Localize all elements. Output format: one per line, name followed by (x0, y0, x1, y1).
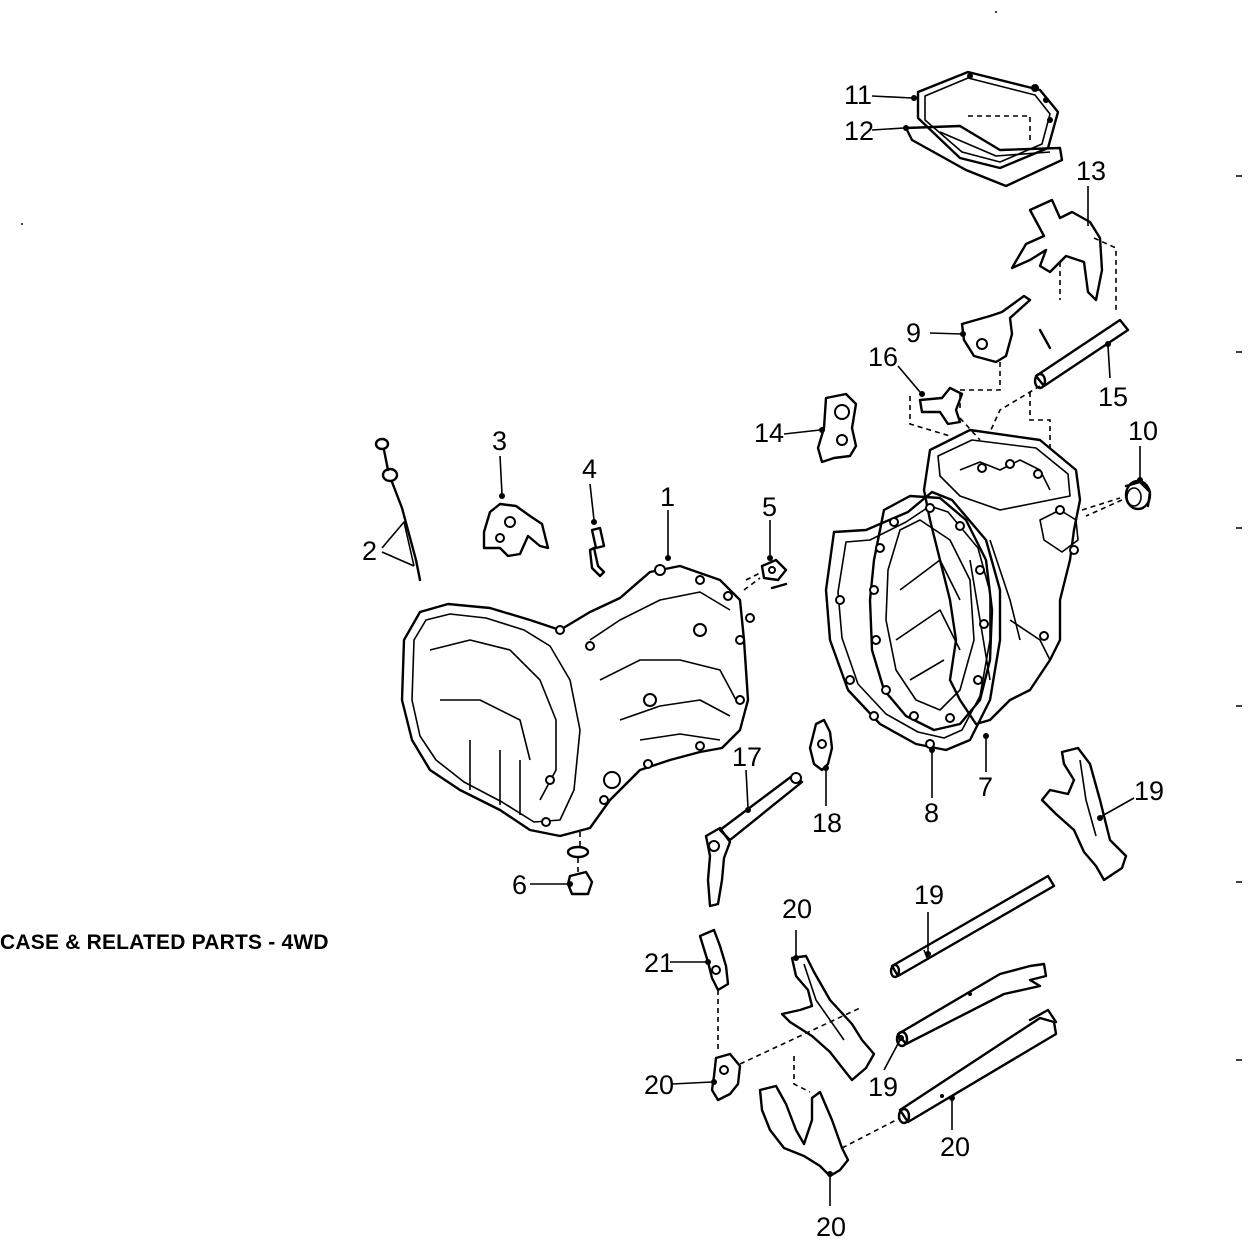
diagram-caption: CASE & RELATED PARTS - 4WD (0, 931, 329, 954)
callout-2: 2 (362, 536, 377, 566)
shift-fork-20-lower (758, 1084, 901, 1178)
callout-19-middle: 19 (868, 1072, 898, 1102)
callout-19-lower: 20 (940, 1132, 970, 1162)
shift-bracket-13 (1010, 198, 1117, 310)
shift-lever-17 (704, 772, 804, 908)
shift-rod-19-lower (897, 1008, 1058, 1125)
dipstick-2 (374, 437, 422, 582)
alignment-guides (743, 417, 1121, 591)
lever-16 (909, 386, 964, 437)
callout-11: 11 (844, 80, 872, 110)
callout-16: 16 (868, 342, 898, 372)
callout-19-upper: 19 (914, 880, 944, 910)
bracket-14 (816, 392, 858, 464)
cover-gasket (904, 124, 1064, 188)
callout-21: 21 (644, 948, 674, 978)
bracket-9 (959, 294, 1052, 410)
shift-rod-19-middle (895, 962, 1048, 1048)
callout-12: 12 (844, 116, 874, 146)
callout-labels: 11 12 13 9 16 14 15 10 3 4 1 5 2 17 18 8… (362, 80, 1164, 1242)
gasket-8 (824, 490, 1002, 752)
leader-lines (381, 95, 1143, 1206)
front-case (400, 564, 763, 838)
shift-fork-20-middle (780, 954, 876, 1093)
callout-5: 5 (762, 492, 777, 522)
callout-9: 9 (906, 318, 921, 348)
callout-15: 15 (1098, 382, 1128, 412)
sensor-5 (760, 558, 788, 590)
callout-20-lower: 20 (816, 1212, 846, 1242)
callout-4: 4 (582, 454, 597, 484)
bracket-3 (482, 502, 550, 558)
callout-7: 7 (978, 772, 993, 802)
callout-20-upper: 19 (1134, 776, 1164, 806)
callout-14: 14 (754, 418, 784, 448)
callout-17: 17 (732, 742, 762, 772)
shift-fork-20-upper (1040, 746, 1128, 882)
callout-20-head: 20 (644, 1070, 674, 1100)
callout-8: 8 (924, 798, 939, 828)
callout-18: 18 (812, 808, 842, 838)
edge-marks (21, 11, 1242, 1061)
callout-10: 10 (1128, 416, 1158, 446)
fork-head-20 (710, 1007, 861, 1102)
fork-18 (808, 718, 834, 772)
callout-20-middle: 20 (782, 894, 812, 924)
callout-1: 1 (660, 482, 675, 512)
interlock-21 (698, 928, 730, 1052)
plug-4 (588, 526, 606, 578)
rod-15 (989, 318, 1130, 450)
rear-case (922, 428, 1082, 726)
callout-6: 6 (512, 870, 527, 900)
callout-13: 13 (1076, 156, 1106, 186)
callout-3: 3 (492, 426, 507, 456)
